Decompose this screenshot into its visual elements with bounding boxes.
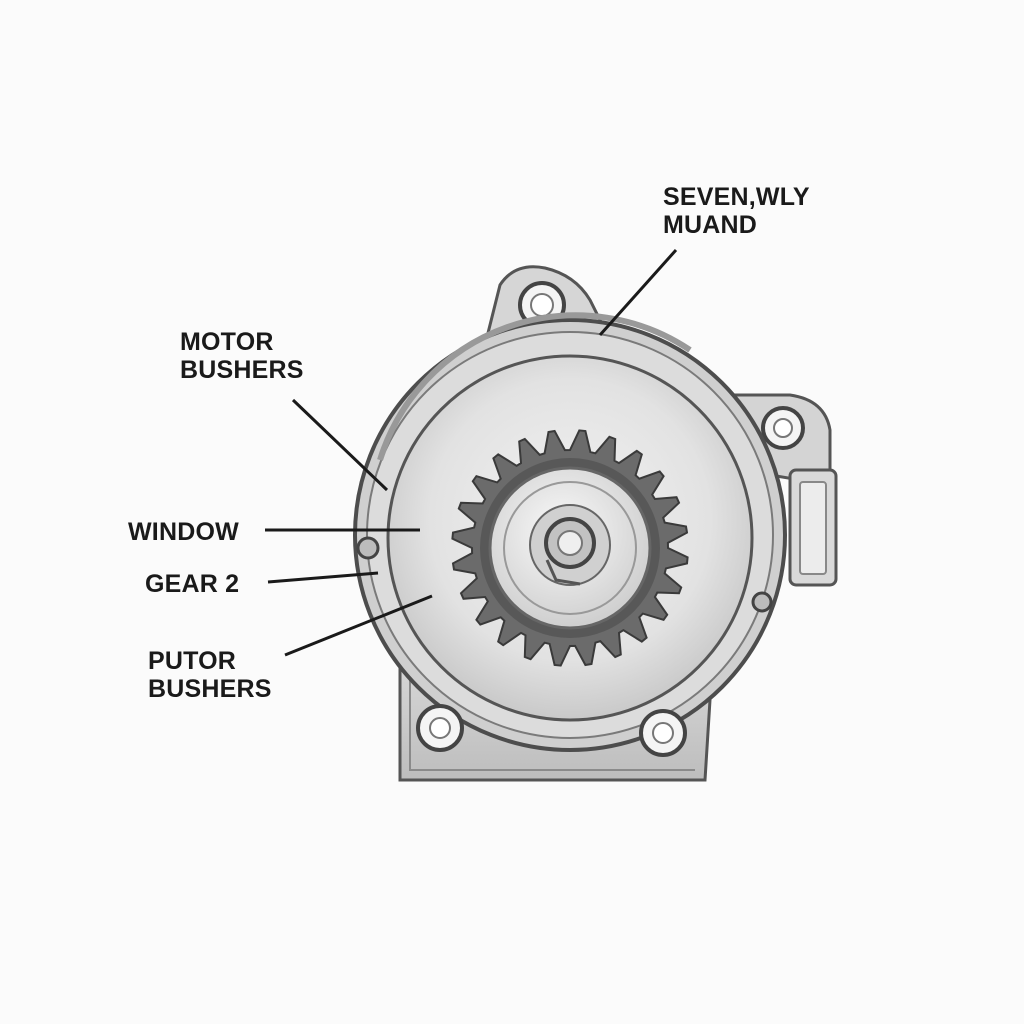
leader-line-seven-wly xyxy=(598,249,678,336)
leader-line-gear-2 xyxy=(267,571,379,584)
label-motor-bushers-line1: MOTOR xyxy=(180,328,274,356)
leader-line-putor-bushers xyxy=(284,594,433,657)
label-seven-wly-line1: SEVEN,WLY xyxy=(663,183,810,211)
label-seven-wly-line2: MUAND xyxy=(663,211,758,239)
bottom-left-mount xyxy=(416,704,464,752)
bottom-right-mount xyxy=(639,709,687,757)
label-motor-bushers-line2: BUSHERS xyxy=(180,356,304,384)
housing-bolts xyxy=(356,536,773,613)
leader-line-motor-bushers xyxy=(291,398,389,492)
side-connector xyxy=(788,468,838,587)
label-gear-2-text: GEAR 2 xyxy=(145,570,240,598)
shaft xyxy=(544,517,596,586)
label-motor-bushers: MOTOR BUSHERS xyxy=(180,328,304,384)
label-putor-bushers: PUTOR BUSHERS xyxy=(148,647,272,703)
label-gear-2: GEAR 2 xyxy=(145,570,239,598)
label-putor-bushers-line2: BUSHERS xyxy=(148,675,272,703)
label-window-text: WINDOW xyxy=(128,518,239,546)
leader-lines xyxy=(265,249,678,657)
label-window: WINDOW xyxy=(128,518,239,546)
label-putor-bushers-line1: PUTOR xyxy=(148,647,237,675)
label-seven-wly-muand: SEVEN,WLY MUAND xyxy=(663,183,810,239)
